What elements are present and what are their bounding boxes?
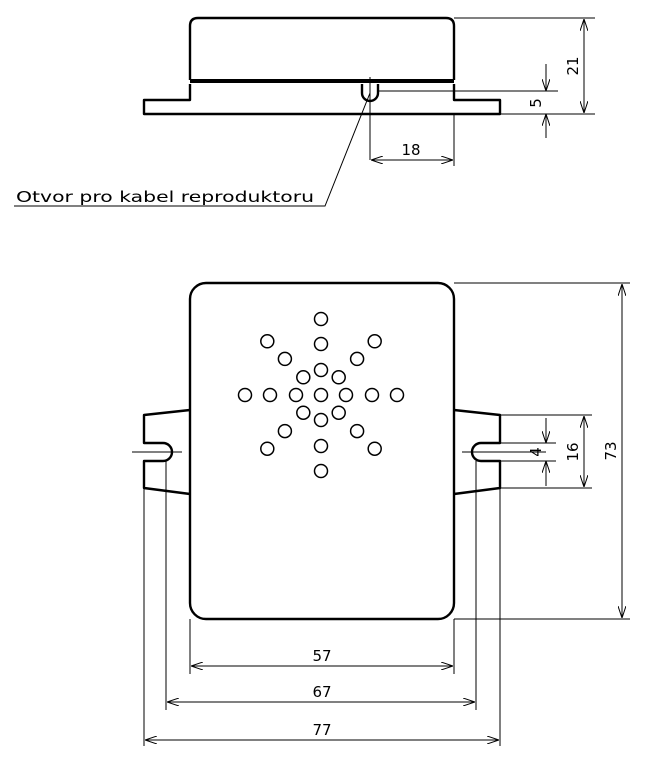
speaker-hole: [364, 387, 380, 403]
speaker-hole: [349, 423, 365, 439]
speaker-grille: [237, 311, 405, 479]
speaker-hole: [338, 387, 354, 403]
dimension-21: 21: [564, 19, 584, 113]
dimension-18: 18: [371, 141, 453, 160]
cable-hole-note-text: Otvor pro kabel reproduktoru: [16, 188, 314, 206]
top-view-body: [188, 281, 456, 621]
speaker-hole: [331, 405, 346, 420]
top-view: 73 16 4 57 67 77: [132, 281, 630, 746]
dimension-57-label: 57: [312, 647, 331, 665]
cable-hole-note: Otvor pro kabel reproduktoru: [14, 92, 371, 207]
speaker-hole: [367, 334, 382, 349]
dimension-4-label: 4: [527, 447, 545, 457]
speaker-hole: [331, 370, 346, 385]
speaker-hole: [367, 441, 382, 456]
dimension-18-label: 18: [401, 141, 420, 159]
speaker-hole: [277, 351, 293, 367]
leader-line: [14, 92, 371, 207]
speaker-hole: [349, 351, 365, 367]
speaker-hole: [313, 412, 329, 428]
speaker-hole: [313, 463, 329, 479]
speaker-hole: [262, 387, 278, 403]
speaker-hole: [237, 387, 253, 403]
speaker-hole: [296, 370, 311, 385]
dimension-16-label: 16: [564, 442, 582, 461]
speaker-hole: [296, 405, 311, 420]
dimension-21-label: 21: [564, 56, 582, 75]
dimension-67: 67: [167, 683, 475, 702]
side-view-body-outline: [188, 16, 456, 80]
speaker-hole: [313, 336, 329, 352]
dimension-57: 57: [191, 647, 453, 666]
dimension-5: 5: [527, 64, 546, 138]
speaker-hole: [288, 387, 304, 403]
dimension-77-label: 77: [312, 721, 331, 739]
speaker-hole: [277, 423, 293, 439]
side-view: 21 5 18 Otvor pro kabel reproduktoru: [14, 16, 595, 207]
dimension-73-label: 73: [602, 441, 620, 460]
speaker-hole: [313, 438, 329, 454]
dimension-4: 4: [527, 418, 546, 486]
speaker-hole: [313, 362, 329, 378]
speaker-hole: [389, 387, 405, 403]
dimension-77: 77: [145, 721, 499, 740]
speaker-hole: [313, 311, 329, 327]
side-view-flange-outline: [142, 84, 502, 116]
speaker-hole: [260, 441, 275, 456]
dimension-73: 73: [602, 284, 622, 618]
dimension-5-label: 5: [527, 98, 545, 108]
dimension-16: 16: [564, 416, 584, 487]
speaker-hole: [313, 387, 329, 403]
dimension-67-label: 67: [312, 683, 331, 701]
speaker-hole: [260, 334, 275, 349]
